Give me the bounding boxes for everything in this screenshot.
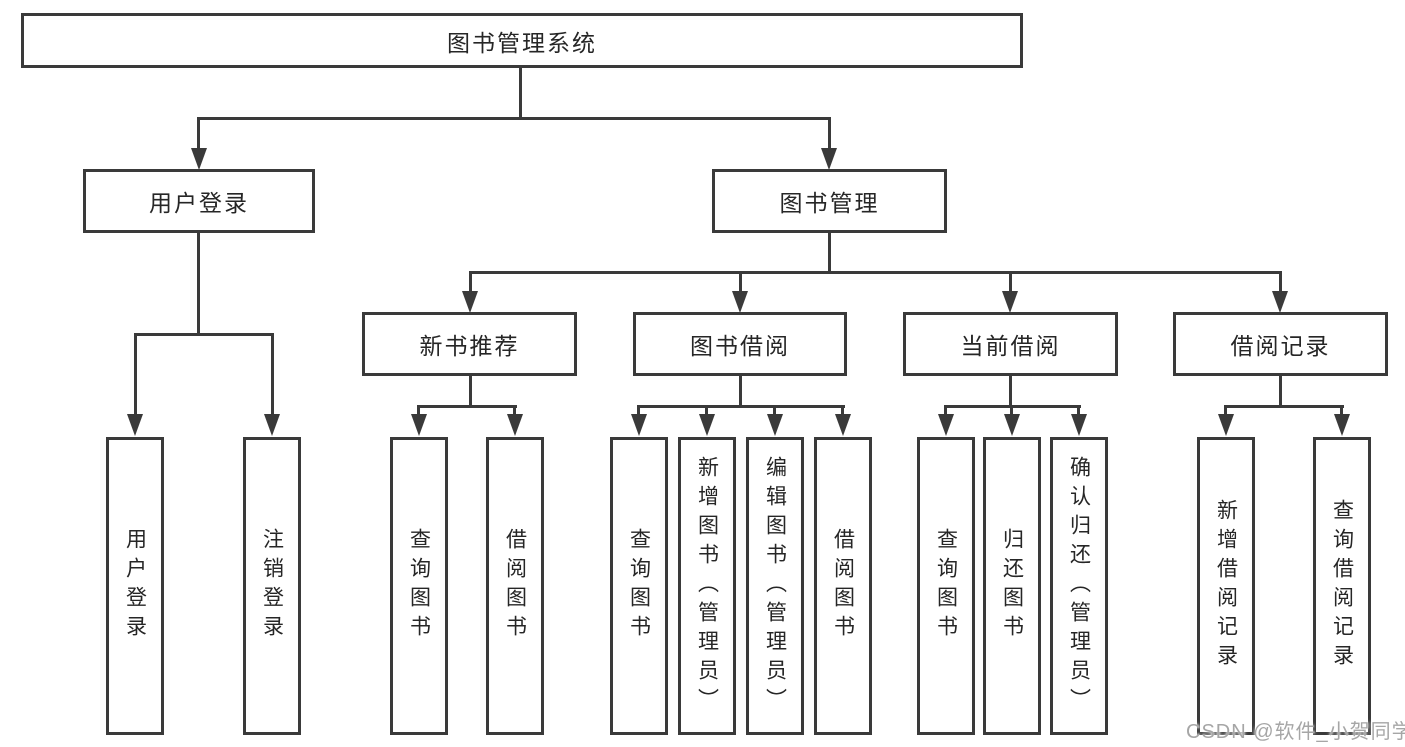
- leaf-add-borrow-record-label: 新增借阅记录: [1214, 499, 1238, 673]
- connector-root-bus: [197, 117, 831, 120]
- arrow-down-icon: [938, 414, 954, 436]
- leaf-logout-label: 注销登录: [260, 528, 284, 644]
- leaf-add-borrow-record: 新增借阅记录: [1197, 437, 1255, 735]
- connector-drop-user: [197, 117, 200, 150]
- connector-drop-leaf: [637, 405, 640, 415]
- node-current-borrow-label: 当前借阅: [960, 333, 1061, 359]
- connector-section-bus: [1225, 405, 1344, 408]
- connector-drop-section: [1279, 271, 1282, 293]
- connector-section-bus: [638, 405, 845, 408]
- node-user-login-label: 用户登录: [149, 190, 249, 216]
- connector-drop-leaf: [773, 405, 776, 415]
- leaf-query-books-current: 查询图书: [917, 437, 975, 735]
- arrow-down-icon: [767, 414, 783, 436]
- connector-drop-leaf: [417, 405, 420, 415]
- leaf-confirm-return-admin-label: 确认归还（管理员）: [1067, 455, 1091, 717]
- arrow-down-icon: [631, 414, 647, 436]
- leaf-borrow-books-recommend-label: 借阅图书: [503, 528, 527, 644]
- connector-user-stem: [197, 233, 200, 335]
- arrow-down-icon: [1218, 414, 1234, 436]
- leaf-query-books-recommend: 查询图书: [390, 437, 448, 735]
- leaf-confirm-return-admin: 确认归还（管理员）: [1050, 437, 1108, 735]
- arrow-down-icon: [1002, 291, 1018, 313]
- connector-book-bus: [469, 271, 1282, 274]
- arrow-down-icon: [1272, 291, 1288, 313]
- arrow-down-icon: [835, 414, 851, 436]
- leaf-query-books-borrow: 查询图书: [610, 437, 668, 735]
- leaf-borrow-books: 借阅图书: [814, 437, 872, 735]
- node-book-management-label: 图书管理: [779, 190, 880, 216]
- connector-drop-section: [739, 271, 742, 293]
- connector-section-stem: [739, 376, 742, 407]
- node-book-borrow: 图书借阅: [633, 312, 847, 376]
- connector-drop-leaf: [1010, 405, 1013, 415]
- connector-drop-leaf: [513, 405, 516, 415]
- leaf-query-books-current-label: 查询图书: [934, 528, 958, 644]
- arrow-down-icon: [127, 414, 143, 436]
- leaf-query-borrow-record: 查询借阅记录: [1313, 437, 1371, 735]
- connector-root-stem: [519, 68, 522, 118]
- leaf-logout: 注销登录: [243, 437, 301, 735]
- leaf-query-books-recommend-label: 查询图书: [407, 528, 431, 644]
- node-current-borrow: 当前借阅: [903, 312, 1118, 376]
- leaf-borrow-books-recommend: 借阅图书: [486, 437, 544, 735]
- leaf-query-books-borrow-label: 查询图书: [627, 528, 651, 644]
- connector-section-stem: [1279, 376, 1282, 407]
- leaf-user-login-label: 用户登录: [123, 528, 147, 644]
- connector-drop-leaf: [705, 405, 708, 415]
- node-borrow-records-label: 借阅记录: [1230, 333, 1331, 359]
- arrow-down-icon: [699, 414, 715, 436]
- connector-user-bus: [134, 333, 274, 336]
- connector-drop-section: [1009, 271, 1012, 293]
- connector-section-bus: [945, 405, 1081, 408]
- leaf-return-books-label: 归还图书: [1000, 528, 1024, 644]
- node-book-borrow-label: 图书借阅: [690, 333, 790, 359]
- arrow-down-icon: [821, 148, 837, 170]
- leaf-return-books: 归还图书: [983, 437, 1041, 735]
- leaf-add-books-admin: 新增图书（管理员）: [678, 437, 736, 735]
- node-new-book-recommend: 新书推荐: [362, 312, 577, 376]
- watermark: CSDN @软件_小贺同学: [1186, 721, 1405, 743]
- arrow-down-icon: [1071, 414, 1087, 436]
- leaf-user-login: 用户登录: [106, 437, 164, 735]
- leaf-query-borrow-record-label: 查询借阅记录: [1330, 499, 1354, 673]
- connector-section-stem: [1009, 376, 1012, 407]
- arrow-down-icon: [1334, 414, 1350, 436]
- arrow-down-icon: [411, 414, 427, 436]
- leaf-edit-books-admin-label: 编辑图书（管理员）: [763, 455, 787, 717]
- node-borrow-records: 借阅记录: [1173, 312, 1388, 376]
- connector-drop-leaf: [1340, 405, 1343, 415]
- leaf-edit-books-admin: 编辑图书（管理员）: [746, 437, 804, 735]
- connector-book-stem: [828, 233, 831, 274]
- connector-drop-leaf: [841, 405, 844, 415]
- node-root: 图书管理系统: [21, 13, 1023, 68]
- arrow-down-icon: [1004, 414, 1020, 436]
- connector-drop-leaf: [1077, 405, 1080, 415]
- connector-section-bus: [417, 405, 517, 408]
- arrow-down-icon: [191, 148, 207, 170]
- leaf-add-books-admin-label: 新增图书（管理员）: [695, 455, 719, 717]
- connector-drop-book: [828, 117, 831, 150]
- connector-drop-leaf: [134, 333, 137, 415]
- connector-section-stem: [469, 376, 472, 407]
- connector-drop-section: [469, 271, 472, 293]
- node-user-login: 用户登录: [83, 169, 315, 233]
- arrow-down-icon: [507, 414, 523, 436]
- connector-drop-leaf: [1224, 405, 1227, 415]
- arrow-down-icon: [264, 414, 280, 436]
- leaf-borrow-books-label: 借阅图书: [831, 528, 855, 644]
- connector-drop-leaf: [944, 405, 947, 415]
- node-root-label: 图书管理系统: [447, 29, 597, 56]
- arrow-down-icon: [462, 291, 478, 313]
- connector-drop-leaf: [271, 333, 274, 415]
- node-new-book-recommend-label: 新书推荐: [419, 333, 520, 359]
- node-book-management: 图书管理: [712, 169, 947, 233]
- arrow-down-icon: [732, 291, 748, 313]
